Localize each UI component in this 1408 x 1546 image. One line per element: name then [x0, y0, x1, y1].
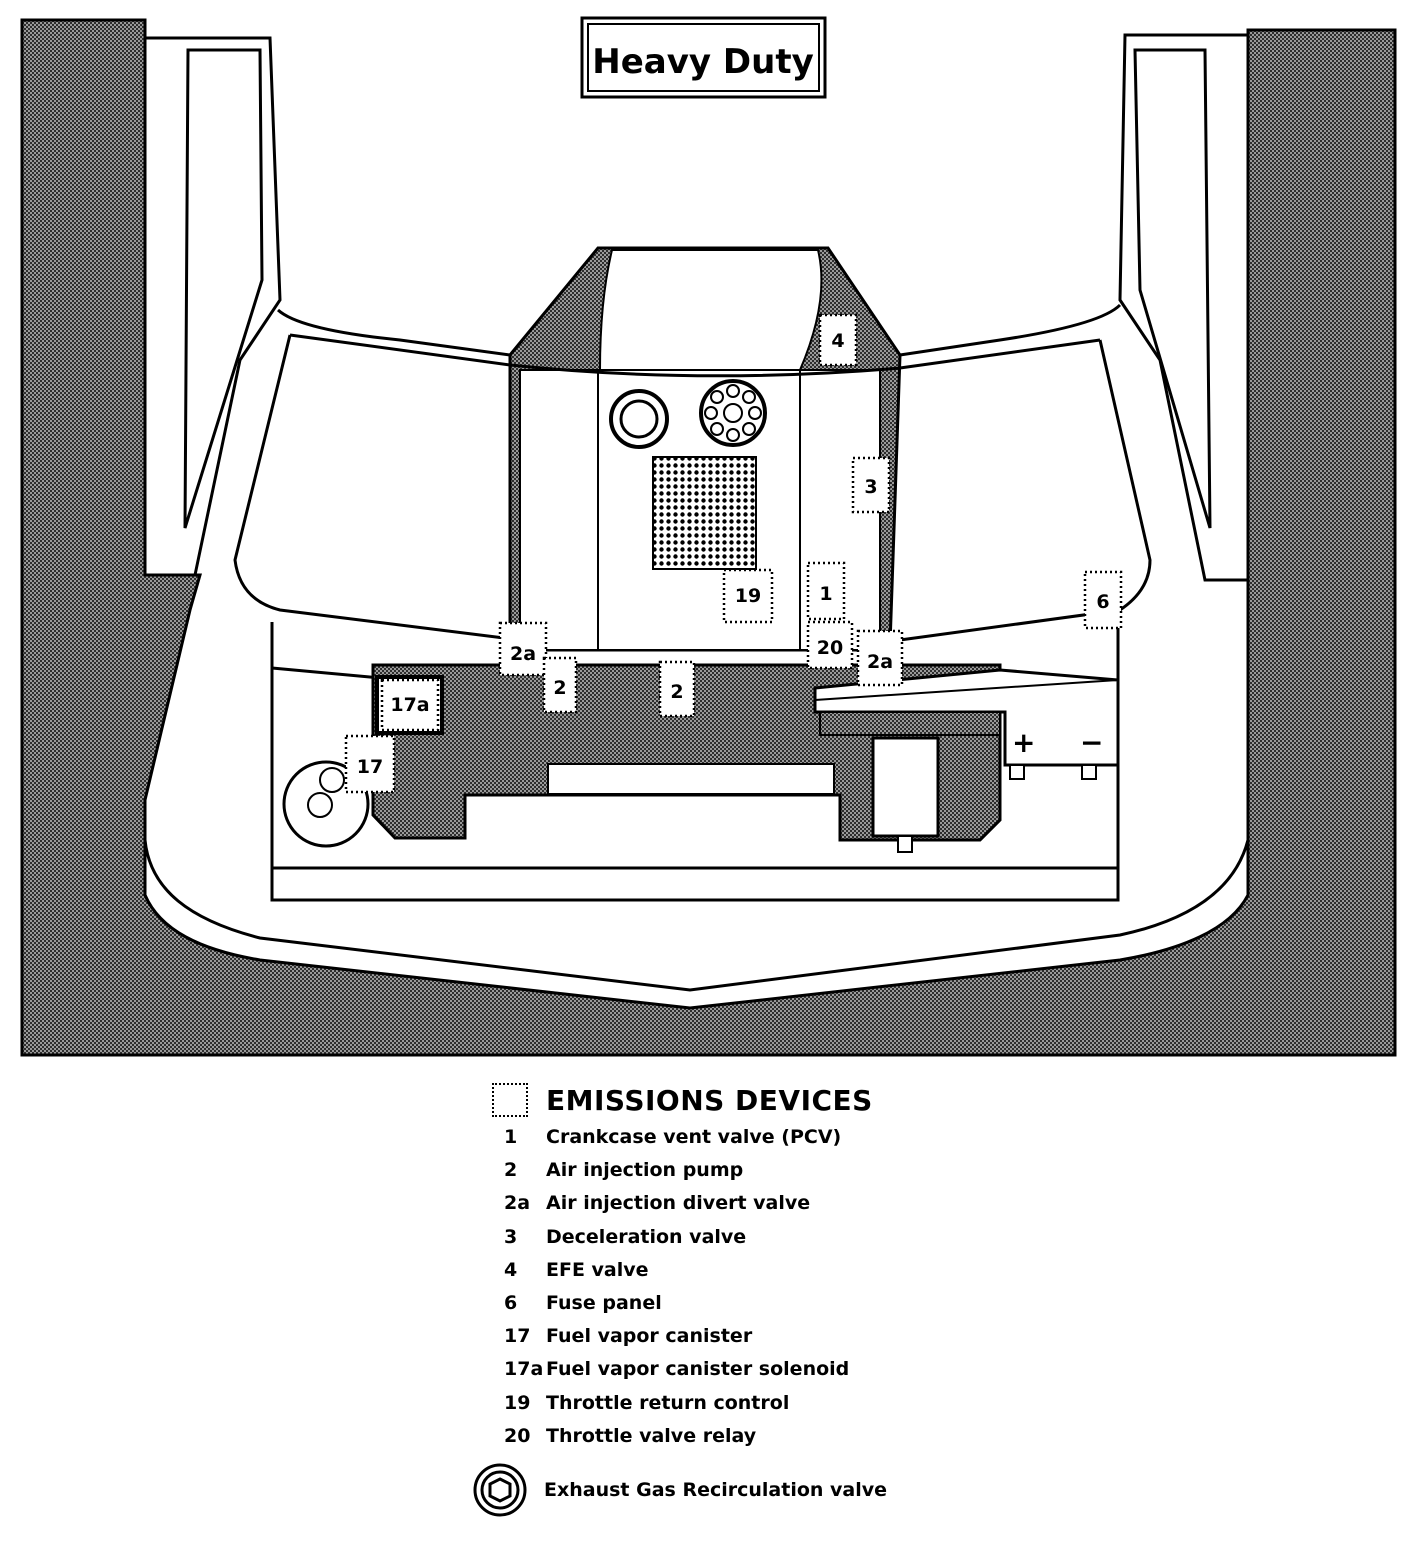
battery: + − [813, 668, 1120, 780]
distributor-icon [699, 379, 767, 447]
egr-symbol-icon [473, 1463, 527, 1517]
callout-box [806, 561, 846, 621]
legend-item-label: Throttle return control [546, 1391, 790, 1414]
callout-label: 17 [357, 756, 383, 778]
callout-box [498, 621, 548, 677]
legend-item-label: Fuel vapor canister [546, 1325, 753, 1348]
right-fender [1118, 33, 1248, 582]
legend-item-code: 20 [504, 1424, 531, 1447]
legend-header: EMISSIONS DEVICES [470, 1078, 990, 1122]
right-fender-inner [1133, 48, 1212, 529]
callout-box [658, 660, 696, 718]
legend-item-code: 2a [504, 1192, 531, 1215]
battery-minus: − [1080, 726, 1103, 759]
callout-label: 20 [817, 637, 843, 659]
left-fender-inner [183, 48, 264, 529]
legend-item: 4 EFE valve [470, 1255, 990, 1288]
carburetor-grid [652, 456, 757, 570]
callout-box [806, 620, 854, 670]
legend-item: 3 Deceleration valve [470, 1222, 990, 1255]
callout-2: 19 [722, 568, 774, 624]
legend-item: 20 Throttle valve relay [470, 1421, 990, 1454]
callout-box [851, 456, 891, 514]
fender-frame [20, 18, 1397, 1057]
callout-label: 3 [864, 476, 877, 498]
callout-label: 2 [670, 681, 683, 703]
legend-item: 2 Air injection pump [470, 1155, 990, 1188]
callout-box [722, 568, 774, 624]
legend-item: 1 Crankcase vent valve (PCV) [470, 1122, 990, 1155]
legend-item: 17 Fuel vapor canister [470, 1321, 990, 1354]
callout-box [818, 313, 858, 367]
callout-0: 4 [818, 313, 858, 367]
alternator [871, 736, 940, 838]
legend-item-label: Air injection divert valve [546, 1192, 811, 1215]
callout-label: 2a [867, 651, 893, 673]
callout-layer: 4 3 19 1 6 20 2a 2a 2 2 17a 17 [344, 313, 1123, 794]
legend-title: EMISSIONS DEVICES [546, 1083, 873, 1117]
legend-item-code: 3 [504, 1225, 518, 1248]
callout-box [856, 629, 904, 687]
legend-egr: Exhaust Gas Recirculation valve [472, 1462, 887, 1518]
callout-6: 2a [498, 621, 548, 677]
callout-10: 17a [380, 678, 440, 732]
callout-label: 6 [1096, 591, 1109, 613]
callout-label: 2 [553, 677, 566, 699]
egr-label: Exhaust Gas Recirculation valve [544, 1479, 888, 1501]
legend-item-label: Air injection pump [546, 1159, 744, 1182]
callout-label: 2a [510, 643, 536, 665]
egr-valve-icon [609, 389, 669, 449]
callout-3: 1 [806, 561, 846, 621]
legend-item: 2a Air injection divert valve [470, 1188, 990, 1221]
legend-item-label: Throttle valve relay [546, 1424, 757, 1447]
page-title: Heavy Duty [592, 42, 813, 82]
legend-item-code: 1 [504, 1126, 518, 1148]
callout-8: 2 [542, 656, 578, 714]
legend-item: 19 Throttle return control [470, 1388, 990, 1421]
callout-5: 20 [806, 620, 854, 670]
legend-item-label: Deceleration valve [546, 1225, 747, 1248]
callout-label: 19 [735, 585, 761, 607]
callout-label: 4 [831, 330, 844, 352]
callout-box [380, 678, 440, 732]
legend-item-code: 17 [504, 1325, 531, 1348]
callout-7: 2a [856, 629, 904, 687]
callout-box [1083, 570, 1123, 630]
legend-item-code: 2 [504, 1159, 518, 1182]
bumper [143, 839, 1250, 992]
callout-11: 17 [344, 734, 396, 794]
legend-item: 6 Fuse panel [470, 1288, 990, 1321]
legend-item-label: EFE valve [546, 1258, 649, 1281]
legend-item-code: 17a [504, 1358, 544, 1381]
callout-box [344, 734, 396, 794]
legend-item-code: 4 [504, 1258, 518, 1281]
legend-item-label: Fuse panel [546, 1291, 662, 1314]
callout-1: 3 [851, 456, 891, 514]
legend-item-label: Fuel vapor canister solenoid [546, 1358, 850, 1381]
title-box: Heavy Duty [580, 16, 827, 99]
callout-label: 1 [819, 583, 832, 605]
callout-4: 6 [1083, 570, 1123, 630]
dotted-box-icon [492, 1083, 528, 1117]
callout-9: 2 [658, 660, 696, 718]
legend-item-code: 19 [504, 1391, 531, 1414]
legend-item-code: 6 [504, 1291, 518, 1314]
left-fender [145, 36, 282, 576]
legend-item-label: Crankcase vent valve (PCV) [546, 1126, 842, 1148]
callout-box [542, 656, 578, 714]
legend: EMISSIONS DEVICES 1 Crankcase vent valve … [470, 1078, 990, 1454]
callout-label: 17a [390, 694, 429, 716]
battery-plus: + [1012, 726, 1035, 759]
